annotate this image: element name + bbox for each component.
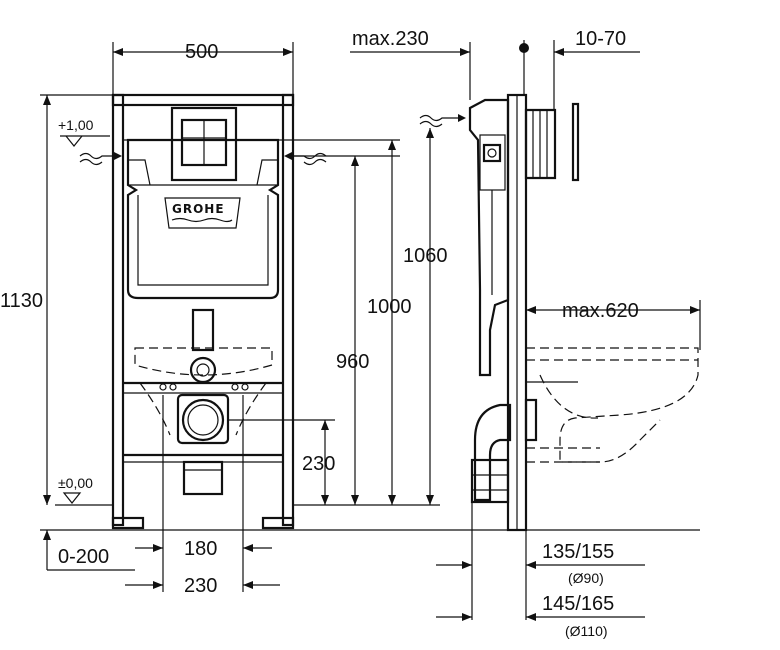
toilet-outline-front (134, 347, 273, 376)
dim-500: 500 (185, 41, 218, 63)
level-plus-1: +1,00 (58, 117, 94, 133)
water-inlet-left (79, 152, 114, 160)
dim-max-620: max.620 (562, 300, 639, 322)
front-view: GROHE (79, 93, 400, 530)
flush-plate (170, 106, 238, 182)
dim-145-165: 145/165 (542, 593, 614, 615)
side-cistern (468, 98, 510, 377)
side-view (419, 93, 699, 532)
dim-230-height: 230 (302, 453, 335, 475)
dim-dia-110: (Ø110) (565, 623, 608, 639)
front-dimensions: 500 1130 +1,00 ±0,00 230 960 1000 (0, 41, 448, 597)
drain-flange (176, 393, 230, 445)
outlet-ring (189, 356, 217, 384)
toilet-outline-side (526, 347, 699, 463)
dim-0-200: 0-200 (58, 546, 109, 568)
grohe-logo: GROHE (172, 202, 225, 216)
dim-max-230: max.230 (352, 28, 429, 50)
dim-135-155: 135/155 (542, 541, 614, 563)
dim-1000: 1000 (367, 296, 412, 318)
frame-right-foot (261, 516, 295, 530)
side-flush-plate (571, 102, 580, 182)
frame-left-foot (111, 516, 145, 530)
drain-ring (181, 398, 225, 442)
dim-230-width: 230 (184, 575, 217, 597)
dim-1130: 1130 (0, 290, 43, 312)
grohe-logo-badge (164, 197, 241, 229)
dim-10-70: 10-70 (575, 28, 626, 50)
dim-960: 960 (336, 351, 369, 373)
side-flush-actuator (524, 108, 557, 180)
side-water-inlet (419, 114, 458, 122)
drain-pipe (182, 460, 224, 496)
cistern-body (126, 138, 280, 300)
frame-top-rail (111, 93, 295, 107)
dim-1060: 1060 (403, 245, 448, 267)
dim-180: 180 (184, 538, 217, 560)
level-zero: ±0,00 (58, 475, 93, 491)
outlet-pipe (191, 308, 215, 352)
dim-dia-90: (Ø90) (568, 570, 604, 586)
side-dimensions: max.230 10-70 max.620 135/155 (Ø90) 145/… (350, 28, 701, 639)
side-drain-elbow (473, 403, 512, 502)
